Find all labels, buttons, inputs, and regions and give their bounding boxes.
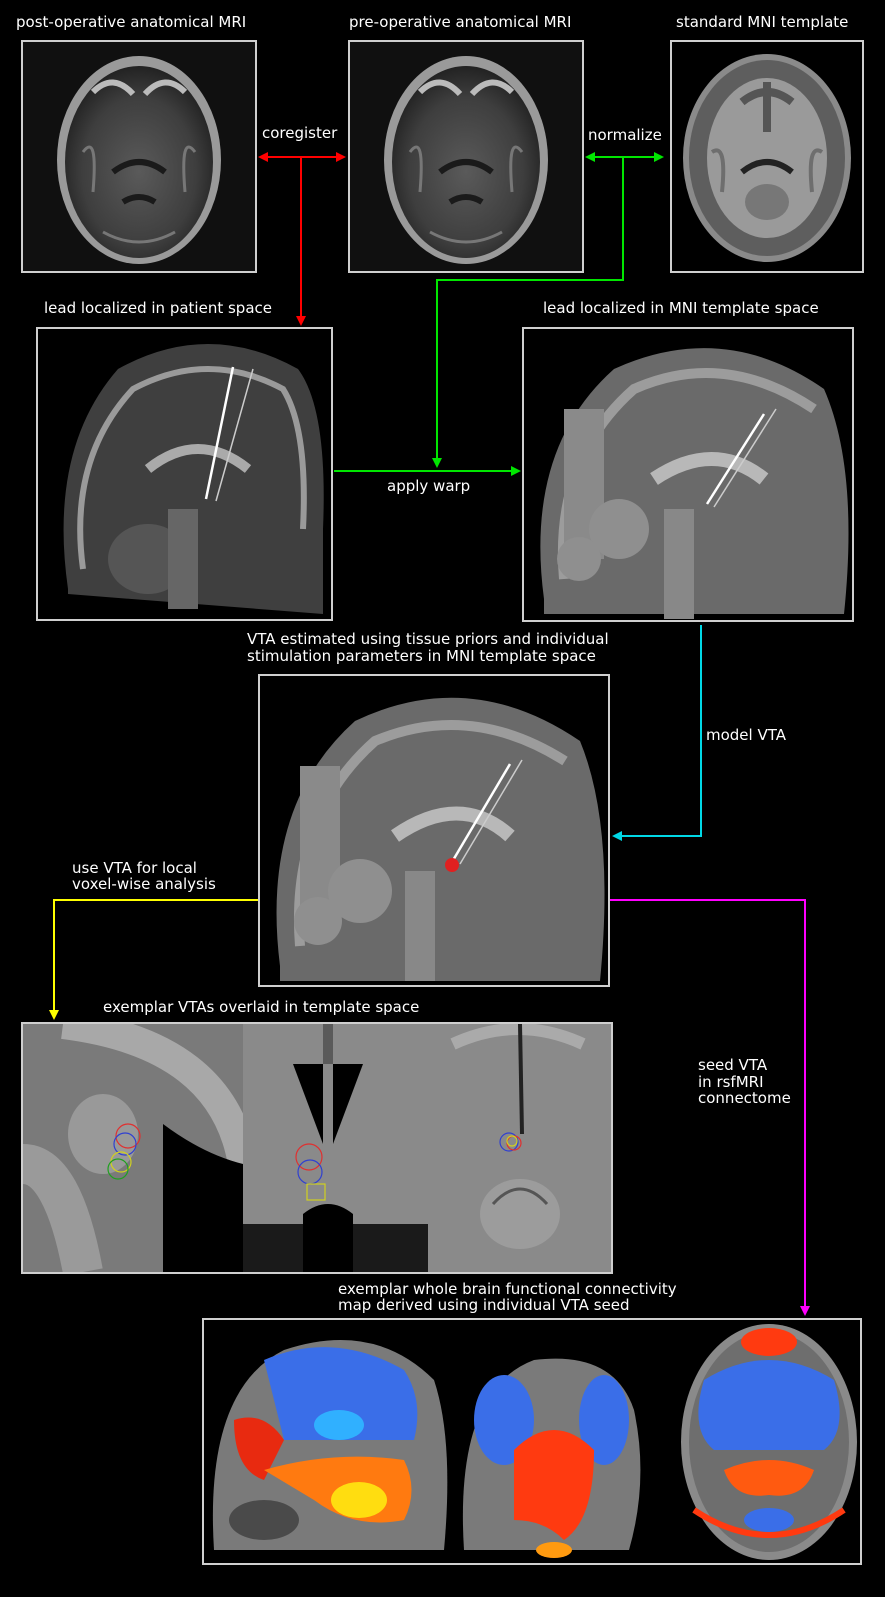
seed-vta-label-line1: seed VTA [698, 1057, 767, 1074]
model-vta-label: model VTA [706, 727, 786, 744]
seed-vta-arrow [610, 900, 805, 1314]
seed-vta-label-line3: connectome [698, 1090, 791, 1107]
local-analysis-arrow [54, 900, 258, 1018]
normalize-arrow-path [437, 157, 623, 466]
normalize-label: normalize [588, 127, 662, 144]
local-analysis-label-line2: voxel-wise analysis [72, 876, 216, 893]
coregister-label: coregister [262, 125, 337, 142]
model-vta-arrow [614, 625, 701, 836]
apply-warp-label: apply warp [387, 478, 470, 495]
